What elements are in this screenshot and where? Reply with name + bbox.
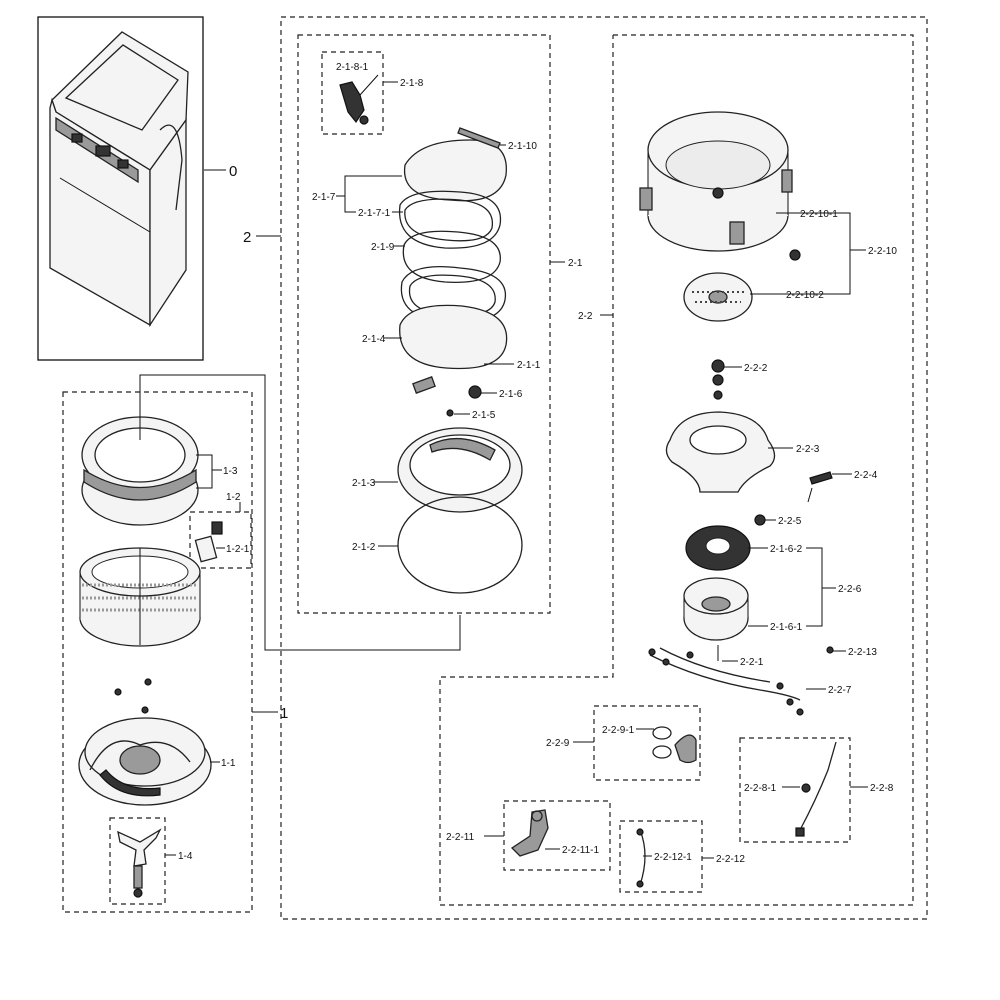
callout-2-1-5: 2-1-5: [472, 410, 496, 421]
pulsator-part: [78, 678, 212, 806]
callout-1: 1: [280, 705, 288, 722]
callout-2-1-1: 2-1-1: [517, 360, 541, 371]
callout-2-2-6: 2-2-6: [838, 584, 862, 595]
callout-2-1-7: 2-1-7: [312, 192, 336, 203]
callout-2-1-8-1: 2-1-8-1: [336, 62, 369, 73]
group-2-2-box: [439, 34, 914, 906]
callout-2-2-11: 2-2-11: [446, 832, 475, 843]
callout-1-2: 1-2: [226, 492, 241, 503]
callout-2-2-7: 2-2-7: [828, 685, 852, 696]
callout-2-1-3: 2-1-3: [352, 478, 376, 489]
callout-2-1-7-1: 2-1-7-1: [358, 208, 391, 219]
callout-2-2-12-1: 2-2-12-1: [654, 852, 692, 863]
callout-1-3: 1-3: [223, 466, 238, 477]
callout-2-1-10: 2-1-10: [508, 141, 537, 152]
tub-ring-parts: [397, 427, 523, 594]
group-1-4-box: [109, 817, 166, 905]
callout-2-2-3: 2-2-3: [796, 444, 820, 455]
callout-1-4: 1-4: [178, 851, 193, 862]
inlet-hose-parts: [636, 828, 646, 888]
callout-2-2-2: 2-2-2: [744, 363, 768, 374]
callout-1-1: 1-1: [221, 758, 236, 769]
callout-2-1-4: 2-1-4: [362, 334, 386, 345]
group-2-1-8-box: [321, 51, 384, 135]
bearing-plate-part: [683, 272, 753, 322]
group-2-2-8-box: [739, 737, 851, 843]
callout-labels: 0 1 1-1 1-2 1-2-1 1-3 1-4 2 2-1 2-1-1 2-…: [178, 62, 897, 865]
wire-harness-part: [648, 647, 804, 716]
callout-2-2-4: 2-2-4: [854, 470, 878, 481]
callout-2-1-6: 2-1-6: [499, 389, 523, 400]
callout-2-2-10-2: 2-2-10-2: [786, 290, 824, 301]
group-2-box: [280, 16, 928, 920]
callout-2-2: 2-2: [578, 311, 593, 322]
callout-2-2-8-1: 2-2-8-1: [744, 783, 777, 794]
callout-2-2-13: 2-2-13: [848, 647, 877, 658]
clutch-parts: [711, 359, 725, 400]
callout-2-2-9: 2-2-9: [546, 738, 570, 749]
hose-clamp-parts: [652, 726, 697, 764]
tub-cover-part: [81, 416, 199, 526]
bracket-1-2-1-part: [194, 521, 223, 563]
drain-pump-parts: [510, 809, 549, 857]
group-2-1-box: [297, 34, 551, 614]
callout-2-2-5: 2-2-5: [778, 516, 802, 527]
callout-2-1-8: 2-1-8: [400, 78, 424, 89]
callout-1-2-1: 1-2-1: [226, 544, 250, 555]
callout-2-2-10-1: 2-2-10-1: [800, 209, 838, 220]
group-1-box: [62, 391, 253, 913]
callout-2-2-11-1: 2-2-11-1: [562, 845, 599, 856]
lid-assembly-parts: [339, 81, 508, 417]
mount-plate-part: [665, 411, 833, 526]
group-1-2-box: [189, 511, 252, 569]
callout-2-1-2: 2-1-2: [352, 542, 376, 553]
leader-lines: [139, 74, 868, 859]
group-2-2-12-box: [619, 820, 703, 893]
callout-2-2-8: 2-2-8: [870, 783, 894, 794]
drain-hose-parts: [795, 741, 837, 837]
callout-2-1-6-2: 2-1-6-2: [770, 544, 803, 555]
callout-2-2-10: 2-2-10: [868, 246, 897, 257]
outer-tub-parts: [639, 111, 801, 261]
group-2-2-11-box: [503, 800, 611, 871]
callout-2-2-12: 2-2-12: [716, 854, 745, 865]
callout-2: 2: [243, 229, 251, 246]
callout-2-1-9: 2-1-9: [371, 242, 395, 253]
callout-2-2-1: 2-2-1: [740, 657, 764, 668]
washer-cabinet: [49, 31, 189, 328]
bracket-part: [117, 828, 162, 898]
callout-2-1: 2-1: [568, 258, 583, 269]
callout-2-1-6-1: 2-1-6-1: [770, 622, 803, 633]
motor-parts: [683, 525, 834, 654]
cabinet-frame: [37, 16, 204, 361]
callout-0: 0: [229, 163, 237, 180]
callout-2-2-9-1: 2-2-9-1: [602, 725, 635, 736]
